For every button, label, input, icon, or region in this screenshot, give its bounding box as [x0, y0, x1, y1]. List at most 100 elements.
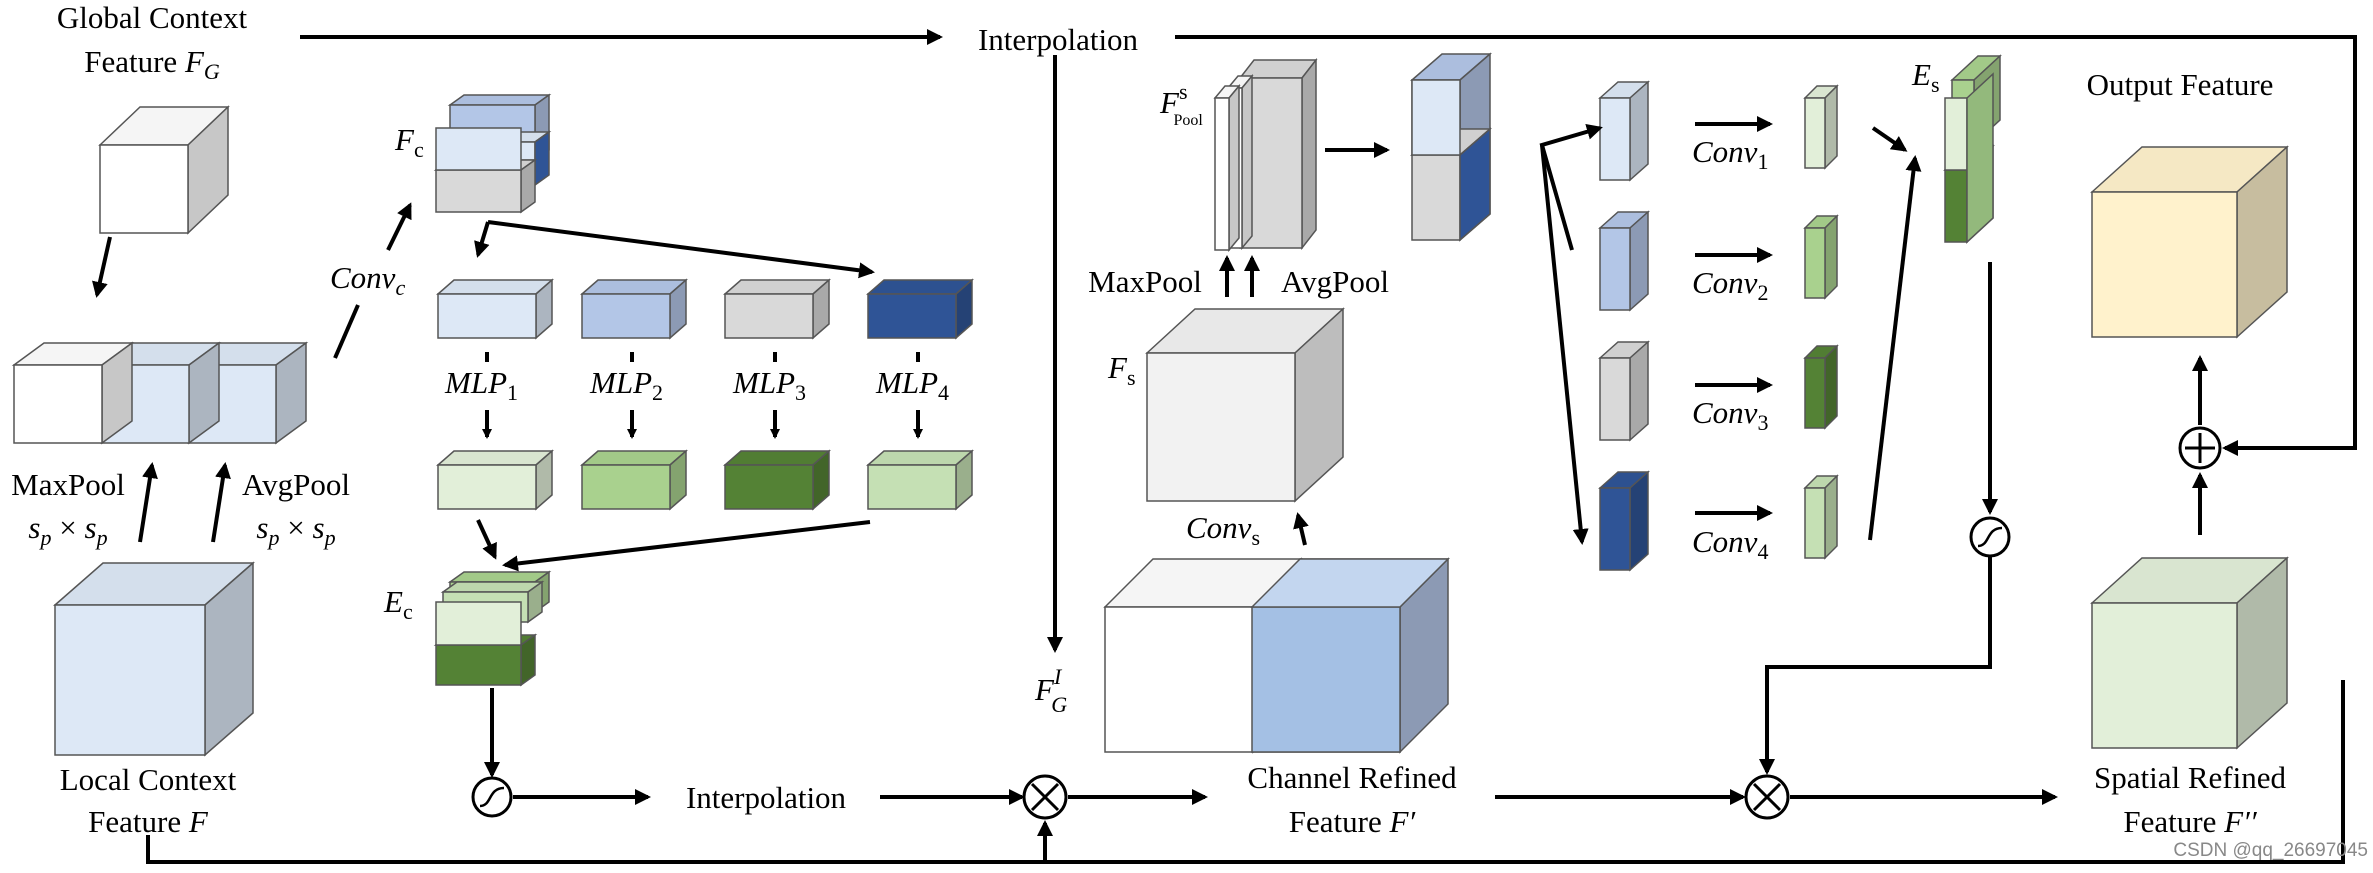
fc-cube-gray-side: [520, 158, 536, 214]
arrow-mlp1out-to-ec: [476, 519, 497, 560]
maxpool-mid-label: MaxPool: [1088, 264, 1202, 299]
output-feature-cube-front: [2091, 191, 2238, 338]
split-cube-4-side: [1629, 470, 1649, 572]
avgpool-left-label: AvgPool: [242, 467, 350, 502]
mlp-down-arrows: [482, 352, 923, 439]
mlp3-in-cube-top: [723, 279, 831, 295]
conv-out-3-front: [1804, 357, 1826, 429]
fc-cube-front: [435, 127, 522, 171]
line-interp-right-to-add: [1175, 35, 2357, 456]
arrow-avgpool-left: [211, 462, 231, 543]
ec-cube-mid-top: [440, 581, 545, 593]
line-concat-to-convc: [333, 304, 360, 359]
maxpool-left-label: MaxPool: [11, 467, 125, 502]
fpool-slice-1-front: [1214, 97, 1230, 251]
ec-cube-front: [435, 601, 522, 646]
split-cube-2-side: [1629, 210, 1649, 312]
mlp2-out-cube-top: [580, 450, 688, 466]
mlp1-in-cube-top: [436, 279, 554, 295]
spatial-refined-label: Spatial Refined: [2094, 760, 2286, 795]
fc-cube-darkstrip: [534, 130, 550, 187]
split-cube-3-side: [1629, 340, 1649, 442]
arrow-convc-to-fc: [386, 202, 412, 251]
mlp4-out-cube-front: [867, 464, 957, 510]
interpolation-top-label: Interpolation: [978, 22, 1139, 57]
fs-label: Fs: [1107, 350, 1136, 390]
fpool-slice-3-side: [1301, 57, 1317, 251]
mlp2-in-cube-top: [580, 279, 688, 295]
block-front-top: [1411, 79, 1461, 156]
channel-refined-cube-left-front: [1104, 606, 1254, 753]
arrow-conv1-to-es: [1871, 126, 1908, 152]
global-context-feature-label: Feature FG: [84, 44, 220, 84]
sigmoid-icon: [1969, 516, 2011, 558]
local-context-feature-label: Feature F: [88, 804, 209, 839]
channel-refined-label: Channel Refined: [1247, 760, 1457, 795]
sp-right-label: sp × sp: [256, 510, 335, 550]
fc-cube-gray-front: [435, 169, 522, 213]
channel-refined-top-blue: [1250, 558, 1450, 608]
conv-out-1-front: [1804, 97, 1826, 169]
channel-refined-front-blue: [1251, 606, 1401, 753]
global-context-label: Global Context: [57, 0, 248, 35]
mlp4-label: MLP4: [875, 365, 949, 405]
channel-refined-feature-label: Feature F′: [1289, 804, 1417, 839]
mlp3-label: MLP3: [732, 365, 806, 405]
arrow-conv4-to-es: [1868, 155, 1922, 541]
spatial-refined-feature-label: Feature F′′: [2123, 804, 2257, 839]
global-context-cube-front: [99, 144, 189, 234]
mlp3-in-cube-front: [724, 293, 814, 339]
mlp1-label: MLP1: [444, 365, 518, 405]
watermark: CSDN @qq_26697045: [2173, 840, 2368, 861]
conv-out-4-front: [1804, 487, 1826, 559]
mlp4-in-cube-top: [866, 279, 974, 295]
block-side-dark: [1459, 127, 1491, 242]
spatial-refined-cube-front: [2091, 602, 2238, 749]
mlp1-in-cube-front: [437, 293, 537, 339]
conv-out-2-side: [1824, 214, 1838, 300]
mlp4-out-cube-top: [866, 450, 974, 466]
conv-out-3-side: [1824, 344, 1838, 430]
split-cube-1-front: [1599, 97, 1631, 181]
circle-plus-icon: [2178, 426, 2222, 470]
ec-cube-dark-front: [435, 644, 522, 686]
connector-lines: [92, 29, 2357, 864]
circle-times-icon: [1022, 774, 1068, 820]
arrow-mlp4out-to-ec: [502, 520, 871, 572]
local-context-label: Local Context: [60, 762, 237, 797]
split-cube-1-side: [1629, 80, 1649, 182]
conv-c-label: Convc: [330, 260, 405, 300]
fc-cube-back-top: [447, 94, 552, 106]
conv1-label: Conv1: [1692, 134, 1768, 174]
conv-out-4-side: [1824, 474, 1838, 560]
text-labels: Global Context Feature FG Interpolation …: [11, 0, 2368, 861]
arrow-maxpool-left: [138, 462, 158, 543]
conv3-label: Conv3: [1692, 395, 1768, 435]
es-cube-dark-front: [1944, 169, 1968, 243]
es-cube-side: [1966, 72, 1994, 244]
mlp2-in-cube-front: [581, 293, 671, 339]
conv-out-2-front: [1804, 227, 1826, 299]
fpool-slice-1-side: [1228, 83, 1240, 253]
conv-out-1-side: [1824, 84, 1838, 170]
fpool-slice-2-side: [1241, 73, 1253, 251]
avgpool-mid-label: AvgPool: [1281, 264, 1389, 299]
split-cube-3-front: [1599, 357, 1631, 441]
sigmoid-icon: [471, 776, 513, 818]
mlp4-in-cube-front: [867, 293, 957, 339]
fs-cube-front: [1146, 352, 1296, 502]
line-local-loop: [146, 680, 2345, 864]
circle-times-icon: [1744, 774, 1790, 820]
mlp1-out-cube-top: [436, 450, 554, 466]
local-context-cube-front: [54, 604, 206, 756]
conv2-label: Conv2: [1692, 265, 1768, 305]
split-cube-4-front: [1599, 487, 1631, 571]
arrow-fc-to-mlp4: [487, 220, 875, 279]
arrow-sigmoid2-to-mult2: [1759, 557, 1992, 775]
concat-cube-1-front: [13, 364, 103, 444]
conv-s-label: Convs: [1186, 510, 1260, 550]
es-cube-front: [1944, 97, 1968, 171]
